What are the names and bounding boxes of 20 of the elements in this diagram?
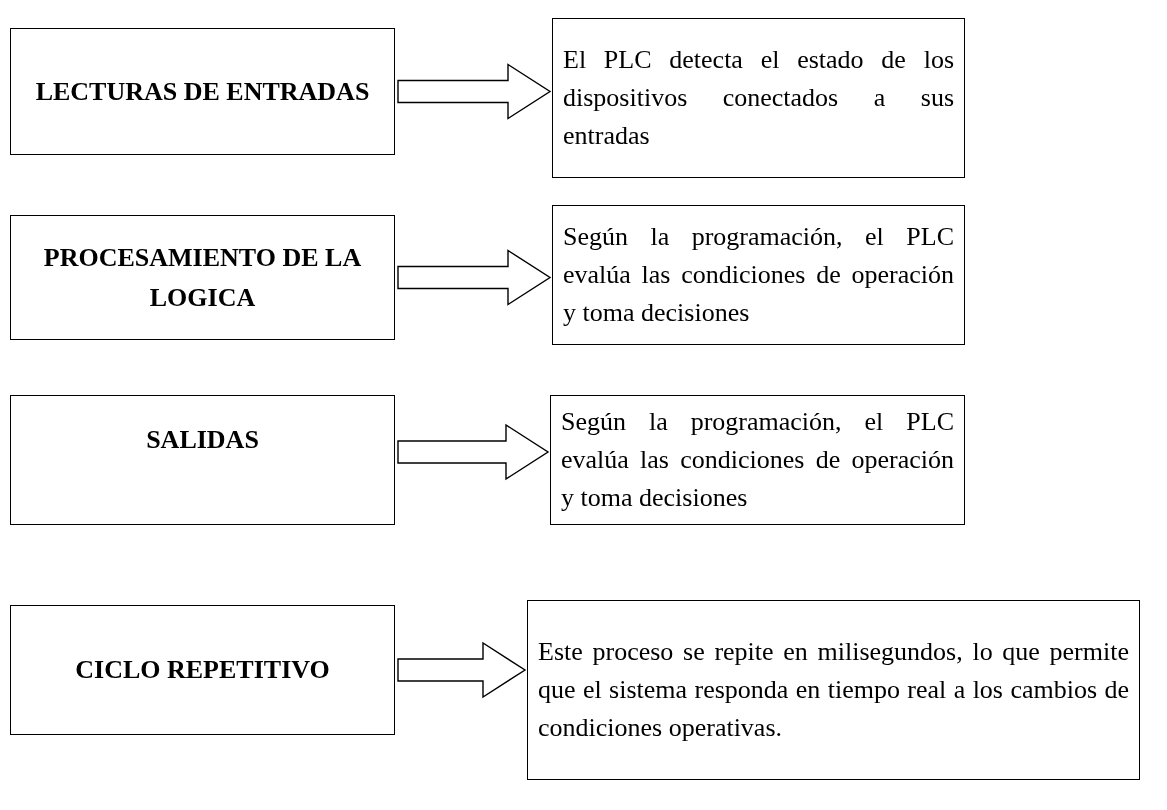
step-description: Este proceso se repite en milisegundos, lo que permite que el sistema responda en tiempo real a los cambios de condiciones operativas. [538,636,1129,744]
description-box [552,205,965,345]
block-arrow [397,249,552,306]
block-arrow [397,63,552,120]
block-arrow [397,641,527,699]
step-box [10,395,395,525]
step-description: Según la programación, el PLC evalúa las condiciones de operación y toma decisiones [563,221,954,329]
description-box [527,600,1140,780]
description-box [552,18,965,178]
step-title: SALIDAS [146,424,259,456]
step-title: CICLO REPETITIVO [75,654,330,686]
step-box [10,28,395,155]
description-box [550,395,965,525]
step-box [10,215,395,340]
step-description: El PLC detecta el estado de los dispositivos conectados a sus entradas [563,44,954,152]
step-title: PROCESAMIENTO DE LA LOGICA [42,241,363,314]
block-arrow [397,423,550,481]
step-box [10,605,395,735]
step-description: Según la programación, el PLC evalúa las condiciones de operación y toma decisiones [561,406,954,514]
step-title: LECTURAS DE ENTRADAS [35,75,370,108]
